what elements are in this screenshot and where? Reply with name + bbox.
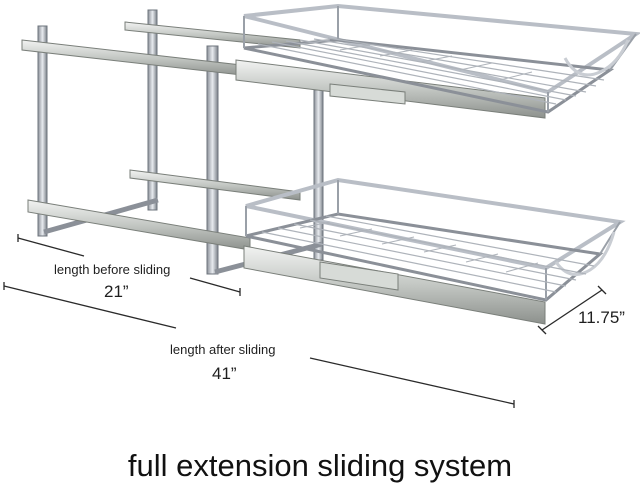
caption: full extension sliding system [127, 448, 513, 483]
after-sliding-label: length after sliding [170, 342, 276, 357]
depth-value: 11.75” [578, 308, 625, 327]
after-dim-left [3, 285, 177, 329]
after-sliding-value: 41” [212, 364, 237, 383]
before-sliding-value: 21” [104, 282, 129, 301]
before-dim-right [189, 277, 241, 293]
lower-slide-rails [27, 169, 546, 325]
before-dim-left [17, 237, 85, 257]
lower-wire-basket [245, 177, 626, 302]
upper-wire-basket [243, 3, 640, 114]
upper-slide-rails [21, 21, 546, 119]
dimension-lines [3, 234, 607, 408]
before-sliding-label: length before sliding [54, 262, 171, 277]
depth-dim [541, 289, 603, 331]
after-dim-right [309, 357, 515, 405]
